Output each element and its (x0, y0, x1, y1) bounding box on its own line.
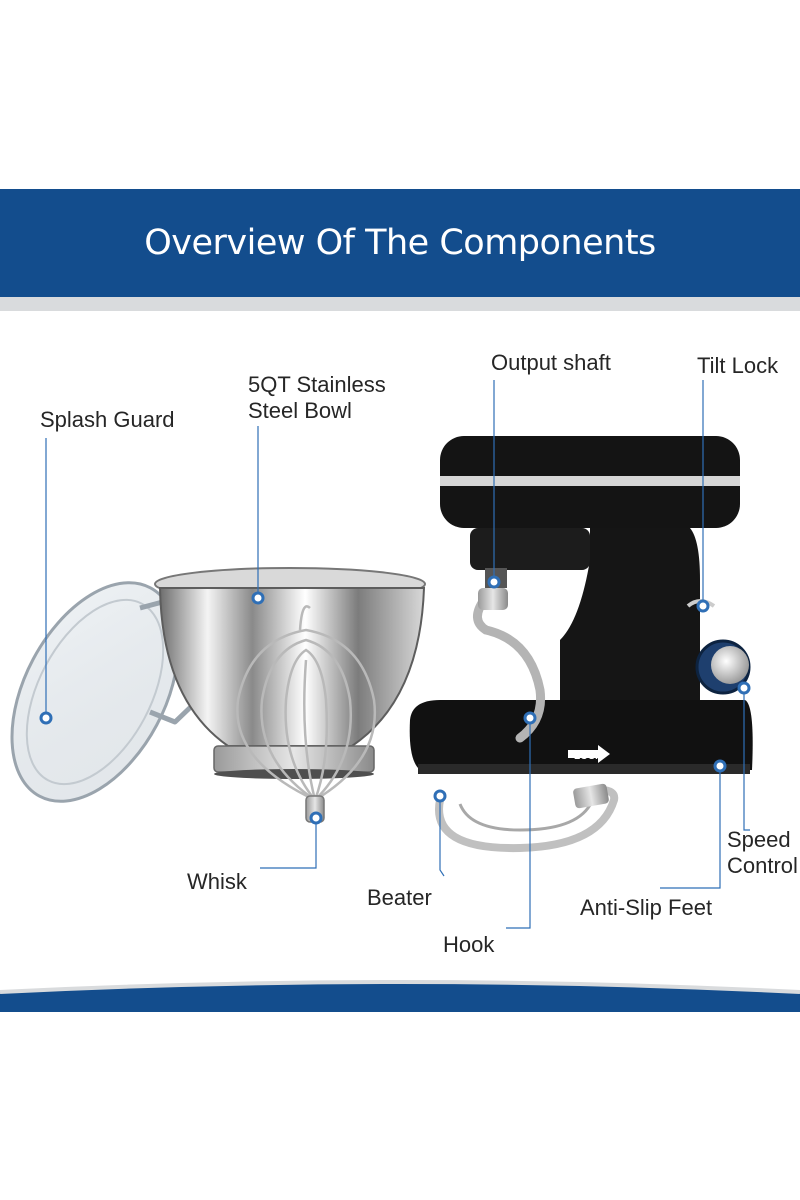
dot-splash-guard (39, 711, 53, 725)
footer-band (0, 980, 800, 1012)
dot-speed-control (737, 681, 751, 695)
label-bowl-line2: Steel Bowl (248, 398, 352, 423)
stand-mixer-graphic (409, 436, 753, 774)
lock-marking: LOCK (574, 751, 603, 762)
beater-graphic (435, 783, 619, 853)
label-speed-line1: Speed (727, 827, 791, 852)
dot-output-shaft (487, 575, 501, 589)
label-output-shaft: Output shaft (491, 350, 611, 375)
dot-beater (433, 789, 447, 803)
callout-dots (39, 575, 751, 825)
header-banner: Overview Of The Components (0, 189, 800, 297)
dot-anti-slip-feet (713, 759, 727, 773)
label-hook: Hook (443, 932, 495, 957)
banner-divider (0, 297, 800, 311)
label-bowl-line1: 5QT Stainless (248, 372, 386, 397)
label-whisk: Whisk (187, 869, 247, 894)
callout-lines (45, 380, 750, 929)
label-beater: Beater (367, 885, 432, 910)
label-anti-slip-feet: Anti-Slip Feet (580, 895, 713, 920)
label-tilt-lock: Tilt Lock (697, 353, 779, 378)
label-splash-guard: Splash Guard (40, 407, 175, 432)
page-title: Overview Of The Components (144, 223, 656, 263)
dot-hook (523, 711, 537, 725)
label-speed-line2: Control (727, 853, 798, 878)
dot-tilt-lock (696, 599, 710, 613)
dot-whisk (309, 811, 323, 825)
dot-bowl (251, 591, 265, 605)
